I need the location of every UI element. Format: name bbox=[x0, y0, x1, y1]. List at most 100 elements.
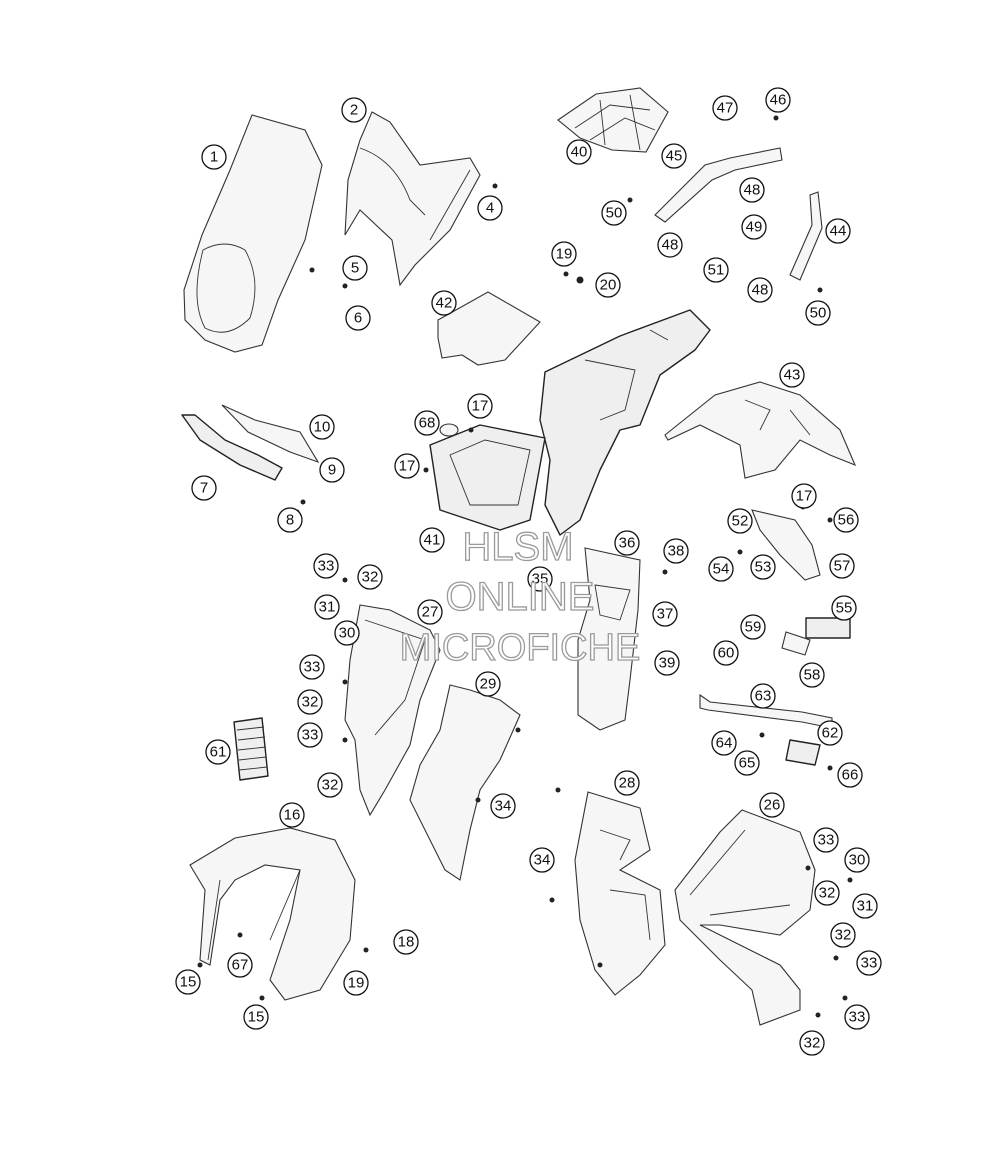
part-left-side-panel-detail bbox=[364, 619, 426, 736]
svg-text:33: 33 bbox=[318, 558, 335, 575]
callout-31b: 31 bbox=[852, 893, 878, 919]
callout-39: 39 bbox=[654, 650, 680, 676]
callout-50a: 50 bbox=[601, 200, 627, 226]
svg-text:49: 49 bbox=[746, 219, 763, 236]
svg-text:59: 59 bbox=[745, 619, 762, 636]
svg-text:39: 39 bbox=[659, 655, 676, 672]
part-tail-detail bbox=[584, 329, 669, 421]
bolt bbox=[662, 569, 668, 575]
callout-34a: 34 bbox=[490, 793, 516, 819]
parts-layer bbox=[181, 87, 857, 1026]
svg-text:19: 19 bbox=[556, 246, 573, 263]
svg-text:17: 17 bbox=[399, 458, 416, 475]
part-windscreen-cutout bbox=[196, 243, 256, 333]
callout-16: 16 bbox=[279, 802, 305, 828]
callout-15a: 15 bbox=[175, 969, 201, 995]
part-rear-rack-frame bbox=[574, 94, 656, 151]
svg-text:29: 29 bbox=[480, 676, 497, 693]
svg-text:65: 65 bbox=[739, 755, 756, 772]
bolt bbox=[805, 865, 811, 871]
callout-52: 52 bbox=[727, 508, 753, 534]
bolt bbox=[833, 955, 839, 961]
bolt bbox=[549, 897, 555, 903]
bolt bbox=[342, 679, 348, 685]
part-front-fender bbox=[189, 827, 356, 1001]
part-inner-side-panel bbox=[409, 684, 521, 881]
callout-32d: 32 bbox=[814, 880, 840, 906]
svg-text:30: 30 bbox=[849, 852, 866, 869]
svg-text:30: 30 bbox=[339, 625, 356, 642]
part-reflector bbox=[785, 739, 821, 766]
callout-67: 67 bbox=[227, 952, 253, 978]
part-headlight-trim bbox=[181, 414, 283, 481]
svg-text:37: 37 bbox=[657, 606, 674, 623]
callout-10: 10 bbox=[309, 414, 335, 440]
svg-text:32: 32 bbox=[804, 1035, 821, 1052]
svg-text:36: 36 bbox=[619, 535, 636, 552]
svg-text:10: 10 bbox=[314, 419, 331, 436]
bolt bbox=[842, 995, 848, 1001]
svg-text:20: 20 bbox=[600, 277, 617, 294]
bolt bbox=[563, 271, 569, 277]
callout-68: 68 bbox=[414, 410, 440, 436]
svg-text:43: 43 bbox=[784, 367, 801, 384]
part-right-inner-panel bbox=[574, 791, 666, 996]
callout-56: 56 bbox=[833, 507, 859, 533]
callout-20: 20 bbox=[595, 272, 621, 298]
svg-text:32: 32 bbox=[302, 694, 319, 711]
part-tail-section bbox=[539, 309, 711, 536]
bolt bbox=[468, 427, 474, 433]
bolt bbox=[197, 962, 203, 968]
svg-text:4: 4 bbox=[486, 200, 494, 217]
callout-19b: 19 bbox=[343, 970, 369, 996]
svg-text:35: 35 bbox=[532, 571, 549, 588]
callout-32b: 32 bbox=[297, 689, 323, 715]
svg-text:17: 17 bbox=[796, 488, 813, 505]
svg-text:33: 33 bbox=[302, 727, 319, 744]
svg-text:15: 15 bbox=[248, 1009, 265, 1026]
callout-33f: 33 bbox=[844, 1004, 870, 1030]
bolt bbox=[827, 765, 833, 771]
bolt bbox=[773, 115, 779, 121]
callout-19a: 19 bbox=[551, 241, 577, 267]
bolt bbox=[576, 276, 584, 284]
part-license-light bbox=[805, 617, 851, 639]
callout-34b: 34 bbox=[529, 847, 555, 873]
callout-63: 63 bbox=[750, 683, 776, 709]
svg-text:34: 34 bbox=[495, 798, 512, 815]
callout-35: 35 bbox=[527, 566, 553, 592]
svg-text:33: 33 bbox=[861, 955, 878, 972]
part-light-bracket bbox=[781, 631, 811, 656]
callout-18: 18 bbox=[393, 929, 419, 955]
part-grille-lines bbox=[236, 726, 268, 771]
callout-40: 40 bbox=[566, 139, 592, 165]
part-headlight-lens bbox=[221, 404, 320, 464]
callout-33d: 33 bbox=[813, 827, 839, 853]
svg-text:47: 47 bbox=[717, 100, 734, 117]
callout-37: 37 bbox=[652, 601, 678, 627]
svg-text:64: 64 bbox=[716, 735, 733, 752]
bolt bbox=[342, 283, 348, 289]
callout-46: 46 bbox=[765, 87, 791, 113]
callout-9: 9 bbox=[319, 457, 345, 483]
svg-text:40: 40 bbox=[571, 144, 588, 161]
callout-30b: 30 bbox=[844, 847, 870, 873]
callout-57: 57 bbox=[829, 553, 855, 579]
callout-33b: 33 bbox=[299, 654, 325, 680]
callout-33e: 33 bbox=[856, 950, 882, 976]
callout-6: 6 bbox=[345, 305, 371, 331]
callout-28: 28 bbox=[614, 770, 640, 796]
svg-text:44: 44 bbox=[830, 223, 847, 240]
callout-54: 54 bbox=[708, 556, 734, 582]
callout-47: 47 bbox=[712, 95, 738, 121]
svg-text:51: 51 bbox=[708, 262, 725, 279]
callout-29: 29 bbox=[475, 671, 501, 697]
svg-text:19: 19 bbox=[348, 975, 365, 992]
part-right-side-cover bbox=[674, 809, 816, 1026]
part-grab-rail-left bbox=[654, 147, 783, 223]
svg-text:26: 26 bbox=[764, 797, 781, 814]
svg-text:48: 48 bbox=[752, 282, 769, 299]
svg-text:32: 32 bbox=[819, 885, 836, 902]
callout-32e: 32 bbox=[830, 922, 856, 948]
svg-text:32: 32 bbox=[322, 777, 339, 794]
